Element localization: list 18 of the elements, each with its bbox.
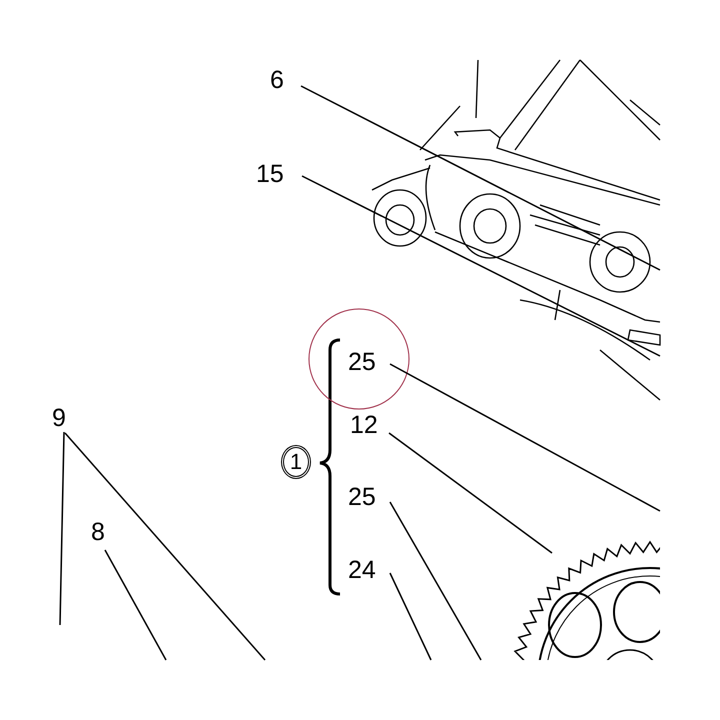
- leader-line: [300, 85, 660, 271]
- callout-number: 9: [52, 404, 66, 432]
- leader-line: [302, 175, 660, 357]
- callout-number: 8: [91, 518, 105, 546]
- leader-line: [390, 363, 660, 512]
- leader-line: [388, 432, 552, 554]
- callout-number: 25: [348, 348, 376, 376]
- leader-line: [389, 502, 482, 660]
- callout-number: 15: [256, 160, 284, 188]
- leader-line: [389, 572, 432, 660]
- callout-number: 12: [350, 411, 378, 439]
- circled-callout-number: 1: [281, 445, 311, 479]
- callout-number: 25: [348, 483, 376, 511]
- callout-number: 24: [348, 556, 376, 584]
- leader-line: [59, 432, 65, 626]
- leader-line: [64, 432, 266, 660]
- leader-line: [104, 550, 167, 660]
- callout-number: 6: [270, 66, 284, 94]
